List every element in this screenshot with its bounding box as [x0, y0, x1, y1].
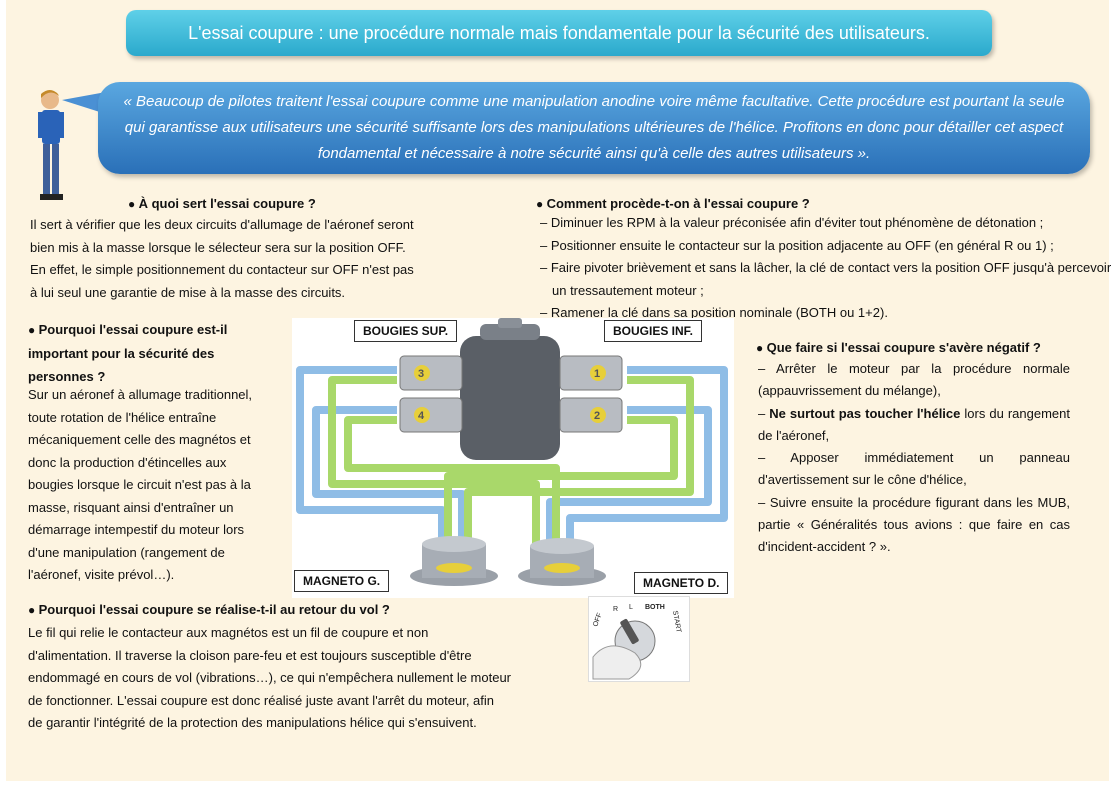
list-item: – Suivre ensuite la procédure figurant d…: [758, 494, 1070, 555]
s2-line: démarrage intempestif du moteur lors: [28, 522, 245, 537]
section-1-title: ● À quoi sert l'essai coupure ?: [128, 196, 316, 211]
label-magneto-g: MAGNETO G.: [294, 570, 390, 592]
key-pos-off: OFF: [592, 612, 603, 628]
key-pos-both: BOTH: [645, 604, 665, 611]
list-item: – Diminuer les RPM à la valeur préconisé…: [540, 215, 1044, 230]
s3-line: de fonctionner. L'essai coupure est donc…: [28, 692, 495, 708]
label-magneto-d: MAGNETO D.: [634, 572, 729, 594]
section-5-title-text: Que faire si l'essai coupure s'avère nég…: [766, 340, 1041, 355]
ignition-diagram-svg: 3 1 4 2: [296, 318, 728, 586]
section-3-title: ● Pourquoi l'essai coupure se réalise-t-…: [28, 602, 390, 617]
section-3-title-text: Pourquoi l'essai coupure se réalise-t-il…: [38, 602, 390, 617]
section-3-text: Le fil qui relie le contacteur aux magné…: [28, 622, 588, 735]
page-title: L'essai coupure : une procédure normale …: [126, 10, 992, 56]
ignition-key-svg: OFF R L BOTH START: [592, 604, 682, 680]
s2-line: bougies lorsque le circuit n'est pas à l…: [28, 477, 251, 492]
s2-title-line: important pour la sécurité des: [28, 346, 215, 361]
magneto-right: [518, 538, 606, 586]
s2-line: Sur un aéronef à allumage traditionnel,: [28, 387, 253, 402]
s1-line: Il sert à vérifier que les deux circuits…: [30, 217, 414, 232]
section-5-list: – Arrêter le moteur par la procédure nor…: [758, 358, 1070, 559]
s1-line: En effet, le simple positionnement du co…: [30, 262, 414, 277]
list-item: – Apposer immédiatement un panneau d'ave…: [758, 450, 1070, 488]
s3-line: endommagé en cours de vol (vibrations…),…: [28, 670, 512, 685]
emphasis-text: Ne surtout pas toucher l'hélice: [769, 405, 961, 421]
page: L'essai coupure : une procédure normale …: [6, 0, 1112, 781]
s2-line: toute rotation de l'hélice entraîne: [28, 409, 217, 425]
s3-line: d'alimentation. Il traverse la cloison p…: [28, 647, 472, 663]
section-1-title-text: À quoi sert l'essai coupure ?: [138, 196, 316, 211]
cyl-label: 2: [594, 410, 600, 422]
bullet-3-icon: ●: [28, 603, 39, 617]
bullet-2-icon: ●: [28, 323, 39, 337]
section-5-title: ● Que faire si l'essai coupure s'avère n…: [756, 340, 1041, 355]
quote-text: « Beaucoup de pilotes traitent l'essai c…: [123, 93, 1065, 162]
page-title-text: L'essai coupure : une procédure normale …: [188, 22, 930, 43]
key-pos-l: L: [629, 604, 633, 611]
s2-line: d'une manipulation (rangement de: [28, 544, 225, 560]
bullet-5-icon: ●: [756, 341, 767, 355]
section-4-list: – Diminuer les RPM à la valeur préconisé…: [540, 212, 1112, 325]
speech-bubble-tail: [62, 92, 106, 114]
s2-title-line: personnes ?: [28, 369, 106, 384]
magneto-left: [410, 536, 498, 586]
item-text: lors du rangement de l'aéronef,: [758, 405, 1070, 443]
ignition-key-illustration: OFF R L BOTH START: [588, 596, 690, 682]
bullet-1-icon: ●: [128, 197, 139, 211]
key-pos-start: START: [671, 610, 682, 634]
cyl-label: 3: [418, 368, 424, 380]
section-1-text: Il sert à vérifier que les deux circuits…: [30, 214, 490, 304]
s1-line: bien mis à la masse lorsque le sélecteur…: [30, 239, 406, 255]
cyl-label: 4: [418, 410, 425, 422]
quote-bubble: « Beaucoup de pilotes traitent l'essai c…: [98, 82, 1090, 174]
pilot-illustration: [38, 90, 64, 200]
item-dash: –: [758, 405, 770, 421]
section-2-title: ● Pourquoi l'essai coupure est-il import…: [28, 318, 227, 388]
cyl-label: 1: [594, 368, 600, 380]
list-item: – Faire pivoter brièvement et sans la lâ…: [540, 260, 1112, 298]
label-bougies-sup: BOUGIES SUP.: [354, 320, 458, 342]
s2-line: donc la production d'étincelles aux: [28, 454, 227, 470]
ignition-diagram: 3 1 4 2 BOUGIES SUP. BOUGIES INF. MAGNET…: [292, 318, 734, 598]
s1-line: à lui seul une garantie de mise à la mas…: [30, 284, 346, 300]
s3-line: de garantir l'intégrité de la protection…: [28, 715, 477, 730]
section-4-title-text: Comment procède-t-on à l'essai coupure ?: [546, 196, 810, 211]
key-pos-r: R: [613, 606, 618, 613]
list-item: – Ramener la clé dans sa position nomina…: [540, 305, 888, 320]
s2-line: mécaniquement celle des magnétos et: [28, 432, 251, 447]
wire-blue-left-outer: [296, 366, 446, 548]
list-item: – Positionner ensuite le contacteur sur …: [540, 237, 1054, 253]
bullet-4-icon: ●: [536, 197, 547, 211]
section-2-text: Sur un aéronef à allumage traditionnel, …: [28, 384, 290, 587]
section-4-title: ● Comment procède-t-on à l'essai coupure…: [536, 196, 810, 211]
s3-line: Le fil qui relie le contacteur aux magné…: [28, 625, 429, 640]
list-item: – Arrêter le moteur par la procédure nor…: [758, 361, 1070, 399]
s2-line: l'aéronef, visite prévol…).: [28, 567, 175, 582]
s2-line: masse, risquant ainsi d'entraîner un: [28, 499, 234, 515]
list-item: – Ne surtout pas toucher l'hélice lors d…: [758, 403, 1070, 448]
label-bougies-inf: BOUGIES INF.: [604, 320, 703, 342]
s2-title-line: Pourquoi l'essai coupure est-il: [38, 322, 228, 337]
